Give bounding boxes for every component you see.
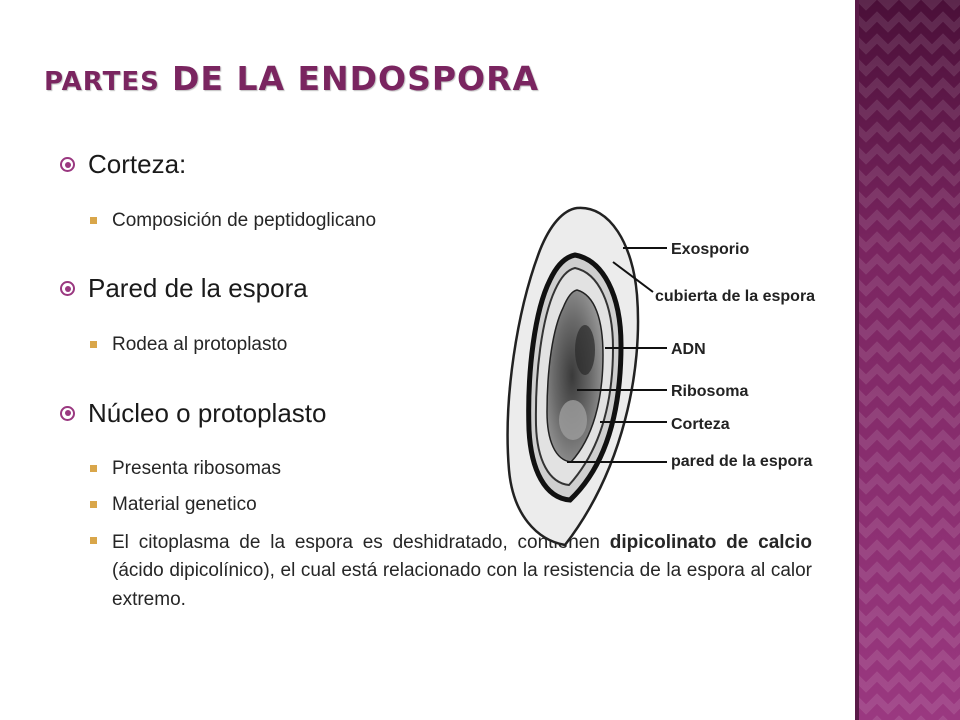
sub-bullet: Presenta ribosomas bbox=[88, 457, 820, 481]
endospore-illustration bbox=[506, 206, 640, 547]
title-part-2: DE LA ENDOSPORA bbox=[172, 59, 540, 98]
sub-bullet-paragraph: El citoplasma de la espora es deshidrata… bbox=[88, 529, 812, 615]
decorative-side-band bbox=[855, 0, 960, 720]
bullet-content: Corteza: Composición de peptidoglicano P… bbox=[60, 148, 820, 614]
sub-bullet-text: Presenta ribosomas bbox=[112, 458, 281, 479]
label-ribosoma: Ribosoma bbox=[671, 383, 748, 400]
bullet-heading: Corteza: bbox=[88, 149, 187, 179]
label-corteza: Corteza bbox=[671, 416, 730, 433]
label-lines bbox=[567, 247, 667, 463]
paragraph-text-after: (ácido dipicolínico), el cual está relac… bbox=[112, 560, 812, 610]
label-adn: ADN bbox=[671, 341, 706, 358]
sub-bullet-text: Composición de peptidoglicano bbox=[112, 209, 377, 231]
title-part-1: PARTES bbox=[44, 67, 160, 97]
paragraph-text-before: El citoplasma de la espora es deshidrata… bbox=[112, 531, 610, 553]
square-bullet-icon bbox=[90, 500, 97, 508]
square-bullet-icon bbox=[90, 465, 97, 472]
circle-bullet-icon bbox=[60, 281, 75, 297]
label-pared: pared de la espora bbox=[671, 453, 812, 470]
sub-bullet: Composición de peptidoglicano bbox=[88, 209, 820, 233]
bullet-nucleo: Núcleo o protoplasto bbox=[60, 397, 820, 430]
paragraph-bold-term: dipicolinato de calcio bbox=[609, 531, 812, 553]
circle-bullet-icon bbox=[60, 405, 75, 421]
bullet-heading: Núcleo o protoplasto bbox=[88, 397, 327, 428]
bullet-heading: Pared de la espora bbox=[88, 273, 308, 304]
bullet-pared: Pared de la espora bbox=[60, 272, 820, 305]
square-bullet-icon bbox=[90, 340, 97, 348]
label-cubierta: cubierta de la espora bbox=[655, 288, 815, 305]
sub-bullet: Rodea al protoplasto bbox=[88, 333, 820, 357]
endospore-diagram: Exosporio cubierta de la espora ADN Ribo… bbox=[506, 206, 815, 547]
slide-title: PARTES DE LA ENDOSPORA bbox=[44, 62, 539, 95]
label-exosporio: Exosporio bbox=[671, 241, 749, 258]
square-bullet-icon bbox=[90, 536, 97, 544]
sub-bullet-text: Rodea al protoplasto bbox=[112, 333, 288, 355]
square-bullet-icon bbox=[90, 216, 97, 224]
bullet-corteza: Corteza: bbox=[60, 148, 820, 181]
sub-bullet: Material genetico bbox=[88, 493, 820, 517]
circle-bullet-icon bbox=[60, 157, 75, 172]
sub-bullet-text: Material genetico bbox=[112, 493, 257, 515]
